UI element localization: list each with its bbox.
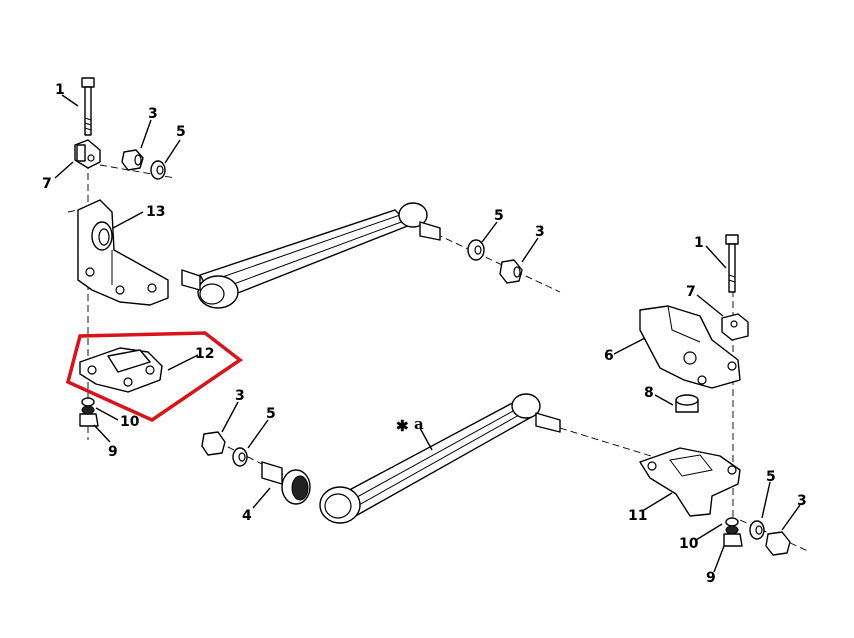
callout-10-right: 10 <box>679 536 699 552</box>
callout-9-left: 9 <box>108 444 118 460</box>
highlight-outline-item-12 <box>65 331 243 422</box>
washer-5-lower-middle <box>232 447 248 467</box>
callout-3-upper-rod: 3 <box>535 224 545 240</box>
callout-9-right: 9 <box>706 570 716 586</box>
callout-labels: 1 3 5 7 13 5 3 12 10 9 3 5 4 ✱ a 1 7 6 8… <box>42 82 807 586</box>
nut-9-left <box>79 413 99 427</box>
bracket-7-right <box>721 313 749 341</box>
callout-6: 6 <box>604 348 614 364</box>
bolt-1-left <box>81 77 95 136</box>
callout-1-left: 1 <box>55 82 65 98</box>
callout-8: 8 <box>644 385 654 401</box>
bracket-7-left <box>74 139 101 169</box>
callout-1-right: 1 <box>694 235 704 251</box>
washer-5-upper-rod <box>467 239 485 261</box>
leader-lines <box>54 94 801 573</box>
nut-3-lower-middle <box>201 431 226 456</box>
callout-3-lower-right: 3 <box>797 493 807 509</box>
torque-rod-upper <box>181 202 441 309</box>
callout-5-upper-left: 5 <box>176 124 186 140</box>
nut-3-lower-right <box>765 531 791 556</box>
callout-13: 13 <box>146 204 165 220</box>
callout-7-left: 7 <box>42 176 52 192</box>
torque-rod-lower <box>319 393 561 524</box>
callout-5-lower-right: 5 <box>766 469 776 485</box>
callout-3-lower-middle: 3 <box>235 388 245 404</box>
nut-3-upper-left <box>121 149 144 171</box>
washer-5-lower-right <box>749 520 765 540</box>
cap-12 <box>79 347 163 393</box>
lockwasher-10-left <box>81 397 95 415</box>
stud-4 <box>261 461 311 505</box>
callout-7-right: 7 <box>686 284 696 300</box>
bolt-1-right <box>725 234 739 293</box>
nut-9-right <box>723 533 743 547</box>
bracket-6 <box>639 305 741 389</box>
callout-10-left: 10 <box>120 414 140 430</box>
callout-5-upper-rod: 5 <box>494 208 504 224</box>
callout-5-lower-middle: 5 <box>266 406 276 422</box>
bracket-13 <box>77 199 169 306</box>
callout-11: 11 <box>628 508 647 524</box>
callout-12: 12 <box>195 346 214 362</box>
lockwasher-10-right <box>725 517 739 535</box>
callout-4: 4 <box>242 508 252 524</box>
callout-star: ✱ <box>396 417 409 435</box>
washer-5-upper-left <box>150 160 166 180</box>
spacer-8 <box>675 394 699 413</box>
cap-11 <box>639 447 741 517</box>
callout-a: a <box>414 415 424 433</box>
callout-3-upper-left: 3 <box>148 106 158 122</box>
nut-3-upper-rod <box>499 259 523 284</box>
